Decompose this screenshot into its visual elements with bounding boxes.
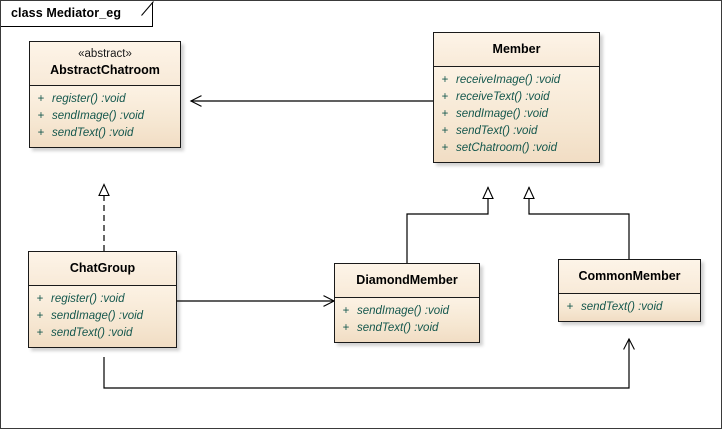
class-header-common-member: CommonMember [559, 260, 700, 294]
operation-row: + register() :void [29, 291, 176, 308]
class-name: DiamondMember [356, 273, 458, 287]
operation-visibility: + [441, 91, 449, 103]
class-stereotype: «abstract» [78, 48, 132, 60]
class-header-chat-group: ChatGroup [29, 252, 176, 286]
diagram-title: class Mediator_eg [11, 6, 122, 20]
class-header-abstract-chatroom: «abstract» AbstractChatroom [30, 42, 180, 86]
class-operations-diamond-member: + sendImage() :void + sendText() :void [335, 298, 479, 342]
operation-signature: sendImage() :void [456, 108, 549, 120]
diagram-frame-tab-corner-icon [141, 1, 163, 27]
operation-signature: setChatroom() :void [456, 142, 557, 154]
operation-row: + sendImage() :void [29, 308, 176, 325]
class-operations-common-member: + sendText() :void [559, 294, 700, 321]
operation-visibility: + [37, 93, 45, 105]
class-box-abstract-chatroom[interactable]: «abstract» AbstractChatroom + register()… [29, 41, 181, 148]
operation-signature: sendImage() :void [357, 305, 450, 317]
operation-row: + receiveImage() :void [434, 72, 599, 89]
class-box-chat-group[interactable]: ChatGroup + register() :void + sendImage… [28, 251, 177, 348]
operation-row: + sendImage() :void [335, 303, 479, 320]
operation-row: + sendText() :void [29, 325, 176, 342]
operation-signature: register() :void [52, 93, 126, 105]
operation-visibility: + [36, 310, 44, 322]
operation-signature: register() :void [51, 293, 125, 305]
operation-signature: sendText() :void [456, 125, 538, 137]
class-operations-abstract-chatroom: + register() :void + sendImage() :void +… [30, 86, 180, 147]
operation-visibility: + [342, 305, 350, 317]
operation-visibility: + [441, 74, 449, 86]
operation-visibility: + [36, 327, 44, 339]
operation-visibility: + [37, 127, 45, 139]
operation-signature: sendText() :void [51, 327, 133, 339]
operation-visibility: + [566, 301, 574, 313]
operation-signature: sendImage() :void [52, 110, 145, 122]
class-operations-member: + receiveImage() :void + receiveText() :… [434, 67, 599, 162]
operation-row: + sendImage() :void [30, 108, 180, 125]
class-name: ChatGroup [69, 261, 136, 275]
operation-visibility: + [36, 293, 44, 305]
class-box-diamond-member[interactable]: DiamondMember + sendImage() :void + send… [334, 263, 480, 343]
operation-signature: sendImage() :void [51, 310, 144, 322]
operation-row: + sendText() :void [434, 123, 599, 140]
class-name: CommonMember [578, 269, 681, 283]
class-header-diamond-member: DiamondMember [335, 264, 479, 298]
operation-signature: sendText() :void [52, 127, 134, 139]
operation-visibility: + [441, 125, 449, 137]
class-name: Member [492, 42, 541, 56]
class-name: AbstractChatroom [50, 63, 160, 77]
class-header-member: Member [434, 33, 599, 67]
operation-row: + setChatroom() :void [434, 140, 599, 157]
operation-visibility: + [441, 108, 449, 120]
operation-row: + receiveText() :void [434, 89, 599, 106]
connector-commonmember-extends-member [523, 186, 630, 259]
operation-signature: sendText() :void [581, 301, 663, 313]
class-box-member[interactable]: Member + receiveImage() :void + receiveT… [433, 32, 600, 163]
class-box-common-member[interactable]: CommonMember + sendText() :void [558, 259, 701, 322]
operation-row: + register() :void [30, 91, 180, 108]
operation-row: + sendText() :void [335, 320, 479, 337]
connector-diamondmember-extends-member [406, 186, 494, 263]
diagram-frame-tab: class Mediator_eg [1, 1, 153, 27]
connector-chatgroup-to-commonmember [103, 337, 635, 389]
operation-row: + sendImage() :void [434, 106, 599, 123]
operation-visibility: + [441, 142, 449, 154]
operation-visibility: + [342, 322, 350, 334]
operation-signature: receiveImage() :void [456, 74, 561, 86]
operation-signature: sendText() :void [357, 322, 439, 334]
operation-signature: receiveText() :void [456, 91, 550, 103]
operation-row: + sendText() :void [559, 299, 700, 316]
class-operations-chat-group: + register() :void + sendImage() :void +… [29, 286, 176, 347]
operation-visibility: + [37, 110, 45, 122]
operation-row: + sendText() :void [30, 125, 180, 142]
